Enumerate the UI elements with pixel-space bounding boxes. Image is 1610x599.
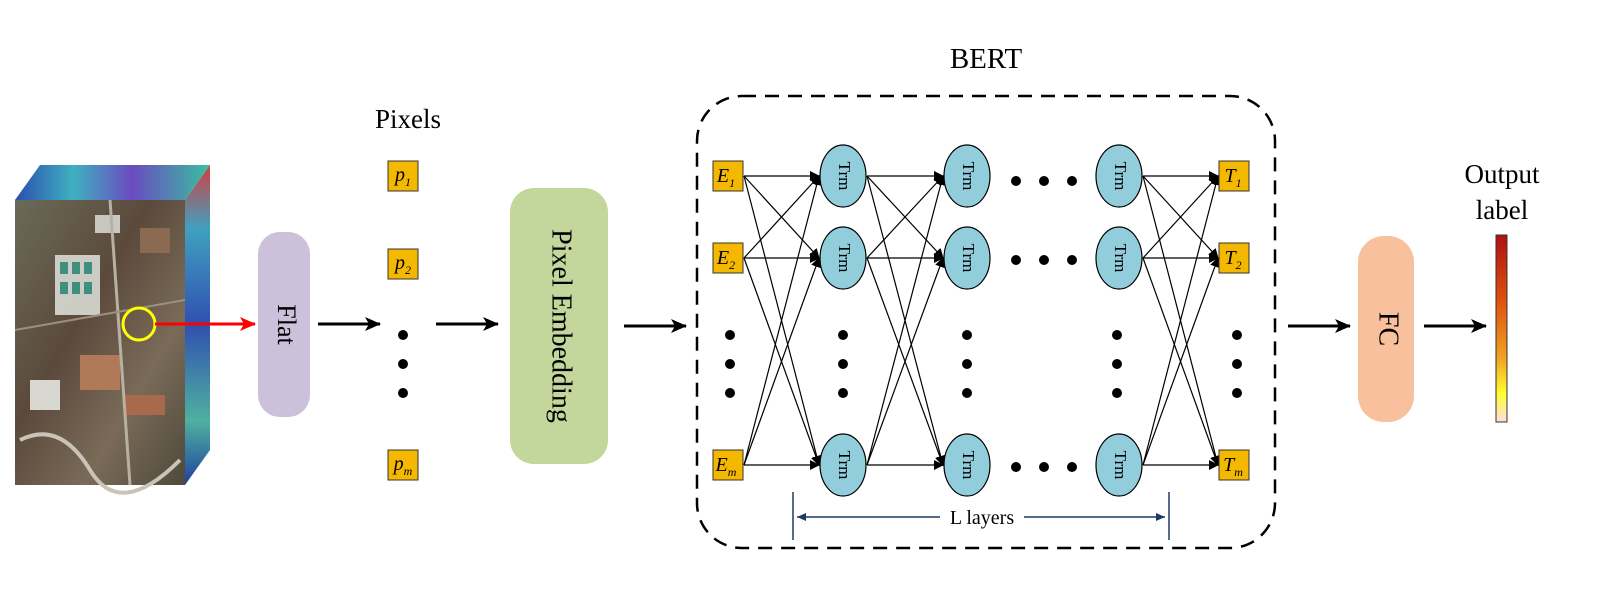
trm-node: Trm — [819, 433, 867, 497]
input-embedding-sub: 2 — [729, 258, 735, 272]
output-token-list: T1 T2 Tm — [1218, 160, 1250, 481]
svg-text:T2: T2 — [1224, 247, 1241, 272]
trm-node: Trm — [943, 226, 991, 290]
bert-title: BERT — [950, 43, 1023, 75]
fc-block — [1358, 236, 1414, 422]
input-embedding-sub: m — [728, 465, 737, 479]
input-to-trm-edge — [743, 175, 822, 466]
trm-node: Trm — [1095, 433, 1143, 497]
pixel-token-sub: m — [404, 464, 413, 478]
fc-label: FC — [1373, 312, 1404, 346]
input-embedding-list: E1 E2 Em — [712, 160, 744, 481]
output-token-base: T — [1224, 247, 1237, 269]
input-embedding: E2 — [712, 242, 744, 274]
pixel-token: pm — [387, 449, 419, 481]
output-token-sub: m — [1234, 465, 1243, 479]
input-embedding-base: E — [716, 165, 729, 187]
trm-label: Trm — [835, 451, 854, 480]
svg-text:T1: T1 — [1224, 165, 1241, 190]
pixel-ellipsis — [398, 330, 408, 398]
trm-label: Trm — [959, 244, 978, 273]
output-token-base: T — [1223, 454, 1236, 476]
trm-node: Trm — [1095, 226, 1143, 290]
pixel-embedding-label: Pixel Embedding — [546, 229, 577, 423]
trm-node: Trm — [943, 433, 991, 497]
pixel-token: p1 — [387, 160, 419, 192]
output-token-sub: 1 — [1236, 176, 1242, 190]
output-label-line2: label — [1476, 195, 1528, 225]
pixel-token: p2 — [387, 248, 419, 280]
output-ellipsis — [1232, 330, 1242, 398]
output-token: T2 — [1218, 242, 1250, 274]
trm-layer-1: Trm Trm Trm — [819, 144, 867, 497]
svg-text:E2: E2 — [716, 247, 735, 272]
layers-label: L layers — [950, 507, 1014, 529]
flat-block — [258, 232, 310, 417]
input-embedding-base: E — [715, 454, 728, 476]
svg-text:Tm: Tm — [1223, 454, 1243, 479]
pixel-embedding-block — [510, 188, 608, 464]
trm-to-trm-edge — [866, 257, 945, 466]
output-label-line1: Output — [1464, 159, 1540, 189]
pixel-token-base: p — [392, 453, 404, 475]
layer-ellipsis — [1011, 176, 1077, 472]
pixel-token-sub: 1 — [405, 175, 411, 189]
trm-layer-2: Trm Trm Trm — [943, 144, 991, 497]
input-embedding-base: E — [716, 247, 729, 269]
trm-ellipsis — [1112, 330, 1122, 398]
input-embedding: E1 — [712, 160, 744, 192]
trm-to-trm-edge — [866, 175, 944, 259]
flat-label: Flat — [272, 304, 301, 345]
pixel-token-base: p — [393, 164, 405, 186]
output-token: Tm — [1218, 449, 1250, 481]
layers-bracket — [792, 492, 1170, 540]
pixel-token-list: p1 p2 pm — [387, 160, 419, 481]
trm-label: Trm — [835, 244, 854, 273]
trm-label: Trm — [835, 162, 854, 191]
trm-to-trm-edge — [866, 175, 946, 466]
output-token: T1 — [1218, 160, 1250, 192]
trm-label: Trm — [1111, 162, 1130, 191]
trm-node: Trm — [943, 144, 991, 208]
trm-label: Trm — [1111, 451, 1130, 480]
trm-node: Trm — [1095, 144, 1143, 208]
trm-label: Trm — [1111, 244, 1130, 273]
svg-text:p1: p1 — [393, 164, 411, 189]
trm-node: Trm — [819, 226, 867, 290]
input-embedding-sub: 1 — [729, 176, 735, 190]
output-token-base: T — [1224, 165, 1237, 187]
bert-dashed-container — [695, 94, 1277, 550]
input-to-trm-edge — [743, 175, 820, 259]
trm-to-output-edge — [1142, 175, 1219, 259]
bert-connections — [743, 171, 1221, 470]
svg-text:pm: pm — [392, 453, 413, 478]
trm-ellipsis — [838, 330, 848, 398]
trm-node: Trm — [819, 144, 867, 208]
trm-label: Trm — [959, 451, 978, 480]
input-embedding: Em — [712, 449, 744, 481]
input-to-trm-edge — [743, 257, 821, 466]
svg-text:E1: E1 — [716, 165, 735, 190]
pixel-token-base: p — [393, 252, 405, 274]
pixels-label: Pixels — [375, 104, 441, 134]
hyperspectral-cube-image — [14, 165, 210, 495]
trm-label: Trm — [959, 162, 978, 191]
trm-ellipsis — [962, 330, 972, 398]
pixel-token-sub: 2 — [405, 263, 411, 277]
trm-layer-last: Trm Trm Trm — [1095, 144, 1143, 497]
svg-text:Em: Em — [715, 454, 737, 479]
input-ellipsis — [725, 330, 735, 398]
svg-text:p2: p2 — [393, 252, 411, 277]
trm-to-output-edge — [1142, 175, 1221, 466]
colorbar-icon — [1495, 234, 1508, 423]
trm-to-output-edge — [1142, 257, 1220, 466]
output-token-sub: 2 — [1236, 258, 1242, 272]
